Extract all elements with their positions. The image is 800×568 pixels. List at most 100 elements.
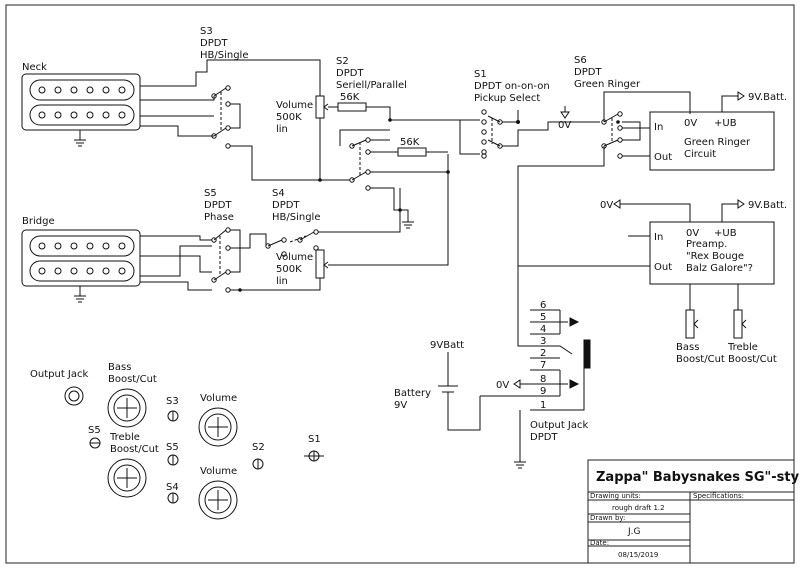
preamp-in: In xyxy=(654,232,663,243)
volume-knob-1 xyxy=(198,407,238,447)
sheet-border xyxy=(5,4,795,564)
volume-neck-l3: lin xyxy=(276,124,288,135)
s1-type: DPDT on-on-on xyxy=(474,81,550,92)
output-jack-knob xyxy=(64,386,84,406)
preamp-out: Out xyxy=(654,262,672,273)
bass-pot-l1: Bass xyxy=(676,342,699,353)
s5-func: Phase xyxy=(204,212,234,223)
layout-volume1: Volume xyxy=(200,393,237,404)
layout-treble1: Treble xyxy=(109,432,140,443)
green-ringer-in: In xyxy=(654,122,663,133)
bridge-label: Bridge xyxy=(22,216,55,227)
preamp-ub: +UB xyxy=(714,228,737,239)
treble-pot-l1: Treble xyxy=(727,342,758,353)
preamp-ext-zero: 0V xyxy=(600,200,613,211)
specs-label: Specifications: xyxy=(693,492,744,500)
battery-rail: 9VBatt xyxy=(430,340,464,351)
bass-pot-l2: Boost/Cut xyxy=(676,354,725,365)
toggle-s2 xyxy=(252,458,264,470)
s4-type: DPDT xyxy=(272,200,300,211)
units-label: Drawing units: xyxy=(590,492,641,500)
layout-s5-left: S5 xyxy=(88,425,101,436)
treble-pot xyxy=(733,284,747,339)
bridge-pickup xyxy=(21,229,141,287)
green-ringer-name1: Green Ringer xyxy=(684,137,751,148)
bass-pot xyxy=(685,284,699,339)
jack-pin-3: 3 xyxy=(540,336,546,347)
date-label: Date: xyxy=(590,539,609,547)
layout-s3: S3 xyxy=(166,396,179,407)
jack-pin-5: 5 xyxy=(540,312,546,323)
resistor-r1-label: 56K xyxy=(340,92,360,103)
green-ringer-name2: Circuit xyxy=(684,149,716,160)
switch-s5 xyxy=(211,227,321,293)
layout-s1: S1 xyxy=(308,434,321,445)
drawn-label: Drawn by: xyxy=(590,514,625,522)
volume-knob-2 xyxy=(198,480,238,520)
toggle-s1 xyxy=(304,450,324,462)
neck-label: Neck xyxy=(22,62,47,73)
layout-s5: S5 xyxy=(166,442,179,453)
switch-s4 xyxy=(256,188,401,257)
volume-pot-bridge xyxy=(315,172,449,279)
battery xyxy=(438,352,481,431)
s5-name: S5 xyxy=(204,188,217,199)
toggle-s5 xyxy=(89,437,101,449)
volume-pot-neck xyxy=(315,95,338,180)
jack-label1: Output Jack xyxy=(530,420,588,431)
jack-label2: DPDT xyxy=(530,432,558,443)
green-ringer-zero: 0V xyxy=(684,118,697,129)
battery-l1: Battery xyxy=(394,388,431,399)
toggle-s3 xyxy=(167,410,179,422)
preamp-zero: 0V xyxy=(686,228,699,239)
jack-pin-9: 9 xyxy=(540,386,546,397)
s3-func: HB/Single xyxy=(200,50,249,61)
treble-knob xyxy=(107,458,147,498)
bass-knob xyxy=(107,388,147,428)
date-value: 08/15/2019 xyxy=(618,551,658,559)
volume-neck-l1: Volume xyxy=(276,100,313,111)
switch-s2 xyxy=(320,129,449,211)
jack-pin-4: 4 xyxy=(540,324,546,335)
preamp-supply: 9V.Batt. xyxy=(748,200,787,211)
s4-name: S4 xyxy=(272,188,285,199)
layout-treble2: Boost/Cut xyxy=(110,444,159,455)
toggle-s5-right xyxy=(167,454,179,466)
s6-type: DPDT xyxy=(574,67,602,78)
switch-s6 xyxy=(517,91,691,267)
preamp-n3: Balz Galore"? xyxy=(686,263,753,274)
battery-l2: 9V xyxy=(394,400,407,411)
neck-pickup xyxy=(21,73,141,131)
green-ringer-circuit xyxy=(649,91,775,171)
volume-neck-l2: 500K xyxy=(276,112,302,123)
s3-type: DPDT xyxy=(200,38,228,49)
s4-func: HB/Single xyxy=(272,212,321,223)
title-block xyxy=(587,459,795,564)
layout-bass1: Bass xyxy=(108,362,131,373)
jack-pin-7: 7 xyxy=(540,360,546,371)
layout-s2: S2 xyxy=(252,442,265,453)
s6-name: S6 xyxy=(574,55,587,66)
jack-pin-8: 8 xyxy=(540,374,546,385)
jack-pin-1: 1 xyxy=(540,400,546,411)
switch-s3 xyxy=(211,85,320,181)
s3-name: S3 xyxy=(200,26,213,37)
volume-bridge-l1: Volume xyxy=(276,252,313,263)
s1-func: Pickup Select xyxy=(474,93,540,104)
treble-pot-l2: Boost/Cut xyxy=(728,354,777,365)
drawn-value: J.G xyxy=(627,527,641,537)
jack-pin-6: 6 xyxy=(540,300,546,311)
volume-bridge-l2: 500K xyxy=(276,264,302,275)
preamp-n1: Preamp. xyxy=(686,239,727,250)
resistor-r2-label: 56K xyxy=(400,137,420,148)
s5-type: DPDT xyxy=(204,200,232,211)
drawing-title: Zappa" Babysnakes SG"-style xyxy=(596,470,800,485)
layout-volume2: Volume xyxy=(200,466,237,477)
green-ringer-ub: +UB xyxy=(714,118,737,129)
volume-bridge-l3: lin xyxy=(276,276,288,287)
switch-s1 xyxy=(460,109,600,159)
output-jack-dpdt xyxy=(480,309,591,462)
s2-type: DPDT xyxy=(336,68,364,79)
s2-name: S2 xyxy=(336,56,349,67)
